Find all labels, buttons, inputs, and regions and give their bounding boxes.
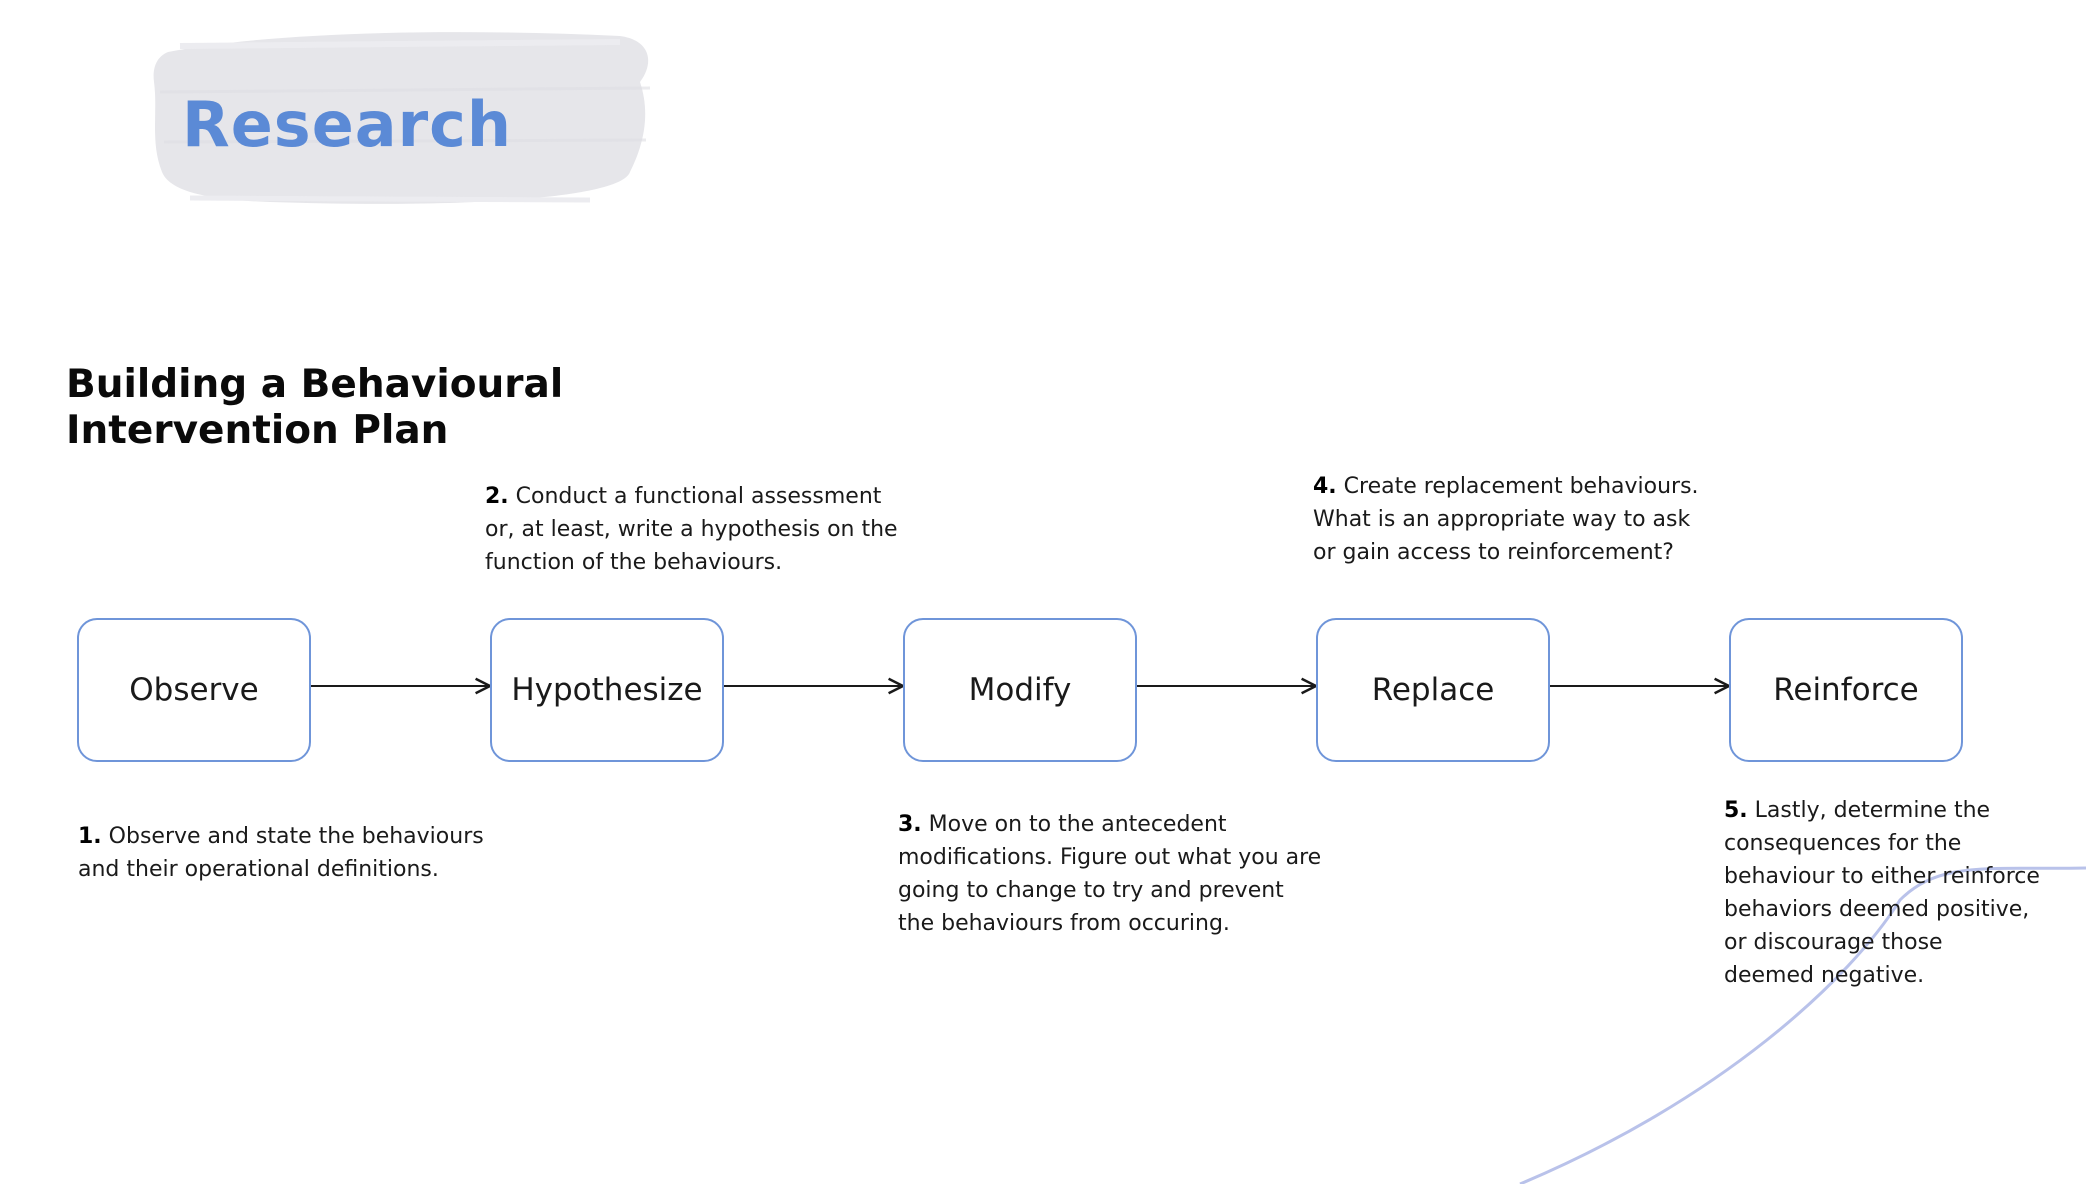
brush-stroke-decoration <box>153 32 651 204</box>
step-number: 5. <box>1724 798 1748 823</box>
page-title: Building a Behavioural Intervention Plan <box>66 362 626 454</box>
step-number: 4. <box>1313 474 1337 499</box>
step-box-reinforce: Reinforce <box>1729 618 1963 762</box>
research-title: Research <box>182 88 513 161</box>
page-title-line-1: Building a Behavioural <box>66 362 564 407</box>
step-description-5: 5. Lastly, determine the consequences fo… <box>1724 798 2040 988</box>
step-description-2: 2. Conduct a functional assessment or, a… <box>485 484 898 575</box>
step-box-replace: Replace <box>1316 618 1550 762</box>
step-number: 1. <box>78 824 102 849</box>
step-description-4: 4. Create replacement behaviours. What i… <box>1313 474 1699 565</box>
page-title-line-2: Intervention Plan <box>66 408 449 453</box>
step-description-1: 1. Observe and state the behaviours and … <box>78 824 484 882</box>
step-number: 2. <box>485 484 509 509</box>
step-description-3: 3. Move on to the antecedent modificatio… <box>898 812 1322 936</box>
step-box-modify: Modify <box>903 618 1137 762</box>
step-box-observe: Observe <box>77 618 311 762</box>
step-number: 3. <box>898 812 922 837</box>
step-box-hypothesize: Hypothesize <box>490 618 724 762</box>
